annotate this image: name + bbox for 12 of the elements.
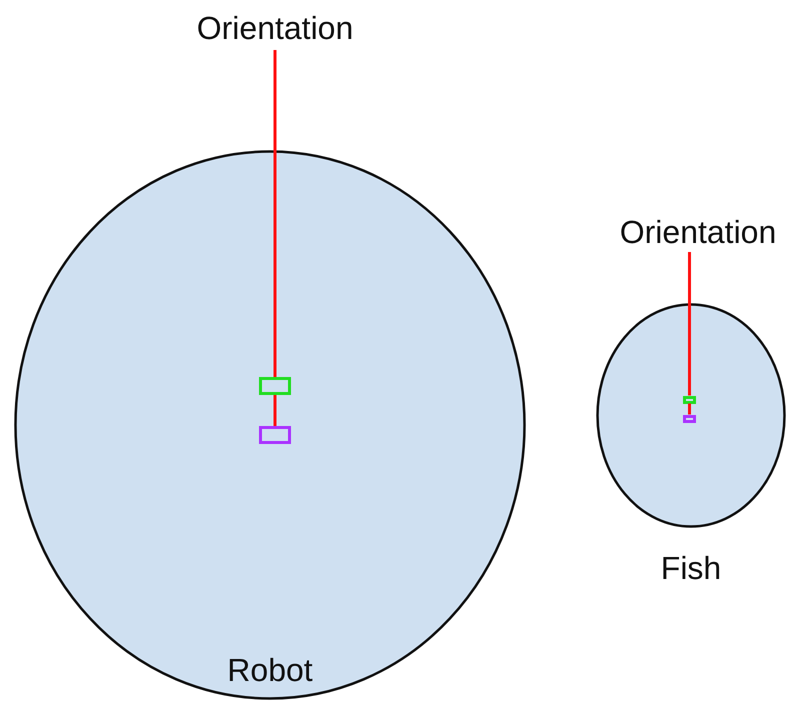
marker-rectangle [683,396,696,404]
marker-rectangle [259,377,291,395]
body-label: Robot [226,654,314,686]
direction-label: Orientation [196,12,354,44]
direction-label: Orientation [618,216,778,248]
marker-rectangle [683,414,696,422]
body-label: Fish [660,552,722,584]
orientation-line [274,395,276,426]
marker-rectangle [259,426,291,444]
orientation-line [688,404,691,414]
orientation-line [274,50,276,377]
orientation-line [688,252,691,396]
